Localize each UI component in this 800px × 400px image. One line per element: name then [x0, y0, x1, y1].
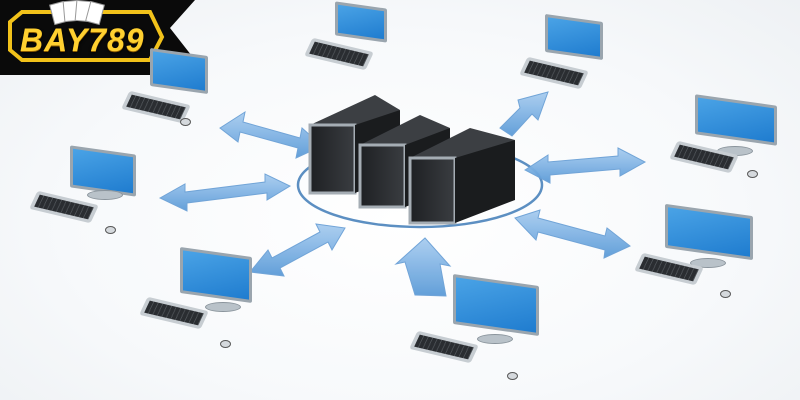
- logo-text: BAY789: [20, 22, 145, 58]
- brand-logo[interactable]: BAY789: [0, 0, 200, 75]
